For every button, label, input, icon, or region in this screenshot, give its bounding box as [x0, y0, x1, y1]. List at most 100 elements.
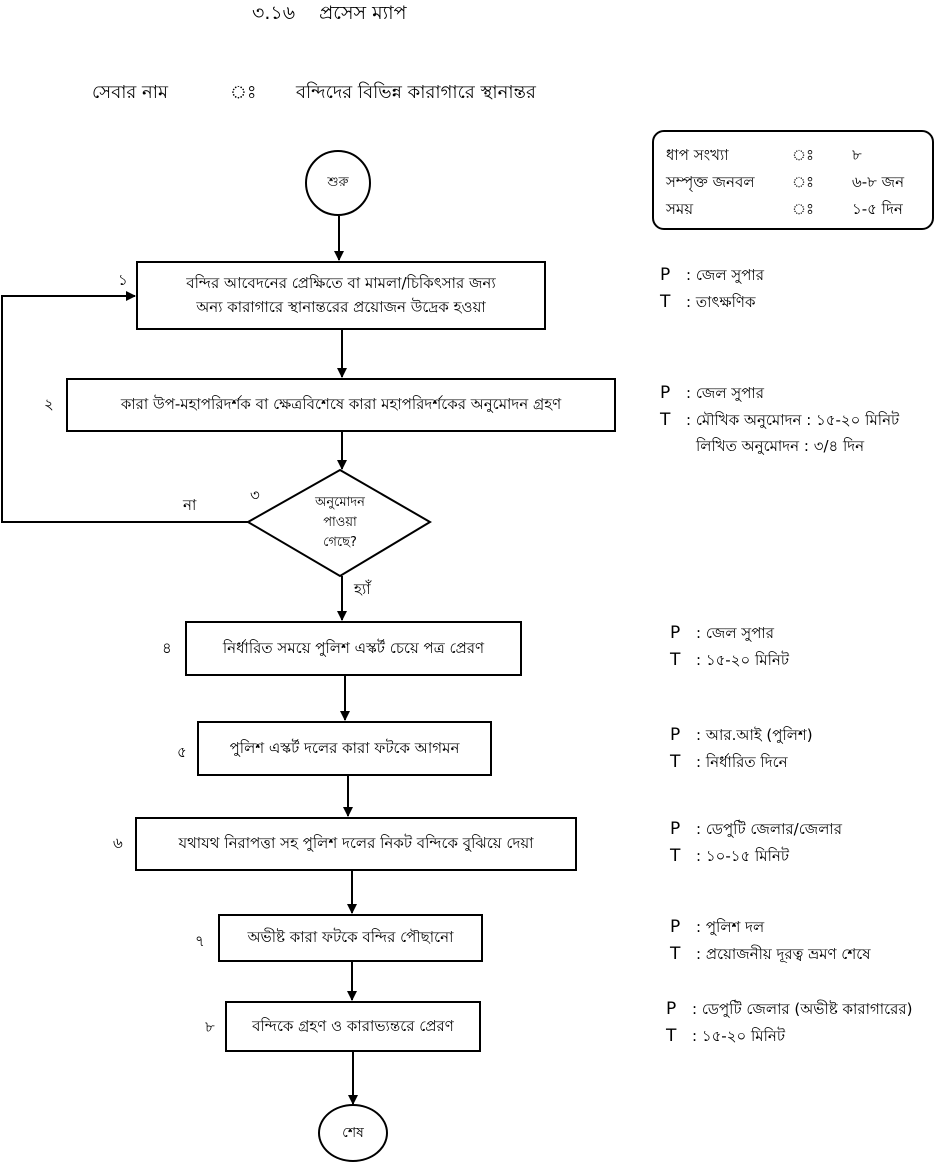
pt-colon: : [696, 651, 702, 670]
pt-note-step-2: P: জেল সুপার T: মৌখিক অনুমোদন : ১৫-২০ মি… [660, 380, 899, 458]
step-number: ২ [44, 395, 54, 413]
service-name-label: সেবার নাম [92, 82, 169, 103]
pt-note-step-6: P: ডেপুটি জেলার/জেলার T: ১০-১৫ মিনিট [670, 816, 842, 870]
pt-key-p: P [670, 623, 681, 643]
decision-number: ৩ [250, 486, 260, 504]
pt-colon: : [696, 726, 702, 744]
pt-colon: : [686, 411, 692, 430]
step-5-line-1: পুলিশ এস্কর্ট দলের কারা ফটকে আগমন [229, 738, 460, 757]
step-8-box: বন্দিকে গ্রহণ ও কারাভ্যন্তরে প্রেরণ [225, 1001, 481, 1052]
summary-box: ধাপ সংখ্যা ঃ ৮ সম্পৃক্ত জনবল ঃ ৬-৮ জন সম… [652, 130, 934, 230]
summary-label: সময় [666, 200, 694, 218]
service-name-sep: ঃ [230, 82, 257, 103]
pt-person: জেল সুপার [695, 266, 764, 284]
pt-person: ডেপুটি জেলার/জেলার [705, 820, 843, 838]
pt-time: নির্ধারিত দিনে [705, 753, 788, 772]
pt-time: মৌখিক অনুমোদন : ১৫-২০ মিনিট [695, 411, 900, 430]
pt-key-t: T [670, 846, 681, 867]
step-number: ১ [118, 271, 128, 289]
pt-person: পুলিশ দল [705, 918, 765, 936]
summary-sep: ঃ [792, 146, 815, 164]
decision-diamond [245, 468, 432, 578]
summary-value: ৬-৮ জন [852, 173, 905, 191]
pt-time: লিখিত অনুমোদন : ৩/৪ দিন [696, 437, 865, 456]
pt-key-t: T [660, 410, 671, 431]
loop-back-no-path [1, 291, 248, 523]
pt-note-step-7: P: পুলিশ দল T: প্রয়োজনীয় দূরত্ব ভ্রমণ … [670, 914, 871, 968]
summary-sep: ঃ [792, 200, 815, 218]
pt-key-p: P [670, 819, 681, 839]
end-node: শেষ [318, 1104, 388, 1162]
pt-colon: : [692, 1000, 698, 1018]
summary-sep: ঃ [792, 173, 815, 191]
step-number: ৬ [113, 834, 123, 852]
pt-note-step-8: P: ডেপুটি জেলার (অভীষ্ট কারাগারের) T: ১৫… [666, 996, 913, 1050]
step-2-line-1: কারা উপ-মহাপরিদর্শক বা ক্ষেত্রবিশেষে কার… [120, 395, 562, 414]
pt-note-step-4: P: জেল সুপার T: ১৫-২০ মিনিট [670, 620, 789, 674]
decision-no-label: না [183, 496, 197, 514]
pt-colon: : [696, 753, 702, 772]
pt-note-step-5: P: আর.আই (পুলিশ) T: নির্ধারিত দিনে [670, 722, 813, 776]
step-6-line-1: যথাযথ নিরাপত্তা সহ পুলিশ দলের নিকট বন্দি… [178, 834, 534, 853]
step-7-line-1: অভীষ্ট কারা ফটকে বন্দির পৌছানো [247, 928, 454, 947]
pt-time: ১৫-২০ মিনিট [701, 1027, 786, 1046]
service-name-value: বন্দিদের বিভিন্ন কারাগারে স্থানান্তর [296, 82, 536, 103]
decision-line-2: পাওয়া [323, 515, 357, 531]
step-6-box: যথাযথ নিরাপত্তা সহ পুলিশ দলের নিকট বন্দি… [135, 817, 577, 871]
step-1-box: বন্দির আবেদনের প্রেক্ষিতে বা মামলা/চিকিৎ… [136, 261, 546, 330]
summary-value: ৮ [852, 146, 862, 164]
pt-key-p: P [670, 917, 681, 937]
pt-key-p: P [666, 999, 677, 1019]
step-1-line-2: অন্য কারাগারে স্থানান্তরের প্রয়োজন উদ্র… [196, 297, 486, 316]
pt-key-p: P [670, 725, 681, 745]
pt-time: তাৎক্ষণিক [695, 293, 756, 312]
step-4-box: নির্ধারিত সময়ে পুলিশ এস্কর্ট চেয়ে পত্র… [185, 621, 522, 676]
step-1-line-1: বন্দির আবেদনের প্রেক্ষিতে বা মামলা/চিকিৎ… [186, 274, 496, 293]
decision-line-1: অনুমোদন [315, 495, 365, 510]
decision-line-3: গেছে? [323, 535, 357, 551]
pt-time: ১০-১৫ মিনিট [705, 847, 790, 866]
step-number: ৪ [162, 639, 172, 657]
step-number: ৫ [177, 743, 187, 761]
summary-value: ১-৫ দিন [852, 200, 903, 218]
step-7-box: অভীষ্ট কারা ফটকে বন্দির পৌছানো [218, 914, 483, 962]
pt-person: আর.আই (পুলিশ) [705, 726, 813, 744]
pt-person: ডেপুটি জেলার (অভীষ্ট কারাগারের) [701, 1000, 913, 1018]
step-2-box: কারা উপ-মহাপরিদর্শক বা ক্ষেত্রবিশেষে কার… [66, 378, 616, 432]
pt-colon: : [692, 1027, 698, 1046]
pt-key-t: T [660, 292, 671, 313]
pt-time: ১৫-২০ মিনিট [705, 651, 790, 670]
step-8-line-1: বন্দিকে গ্রহণ ও কারাভ্যন্তরে প্রেরণ [252, 1016, 454, 1035]
decision-text: অনুমোদন পাওয়া গেছে? [290, 493, 390, 553]
pt-colon: : [696, 945, 702, 964]
decision-yes-label: হ্যাঁ [354, 580, 371, 598]
pt-key-p: P [660, 265, 671, 285]
pt-note-step-1: P: জেল সুপার T: তাৎক্ষণিক [660, 262, 764, 316]
step-5-box: পুলিশ এস্কর্ট দলের কারা ফটকে আগমন [197, 721, 492, 776]
pt-person: জেল সুপার [705, 624, 774, 642]
pt-colon: : [696, 847, 702, 866]
pt-person: জেল সুপার [695, 384, 764, 402]
page-title: প্রসেস ম্যাপ [319, 2, 407, 24]
pt-colon: : [696, 820, 702, 838]
summary-label: ধাপ সংখ্যা [666, 146, 729, 164]
start-node: শুরু [305, 150, 371, 216]
page-header: ৩.১৬ প্রসেস ম্যাপ [252, 4, 407, 23]
summary-label: সম্পৃক্ত জনবল [666, 173, 755, 191]
pt-key-p: P [660, 383, 671, 403]
pt-colon: : [696, 918, 702, 936]
pt-time: প্রয়োজনীয় দূরত্ব ভ্রমণ শেষে [705, 945, 871, 964]
pt-key-t: T [670, 752, 681, 773]
pt-colon: : [686, 293, 692, 312]
pt-colon: : [696, 624, 702, 642]
pt-colon: : [686, 384, 692, 402]
pt-key-t: T [670, 650, 681, 671]
pt-colon: : [686, 266, 692, 284]
pt-key-t: T [666, 1026, 677, 1047]
pt-key-t: T [670, 944, 681, 965]
step-number: ৭ [195, 932, 205, 950]
step-number: ৮ [205, 1018, 215, 1036]
section-number: ৩.১৬ [252, 2, 296, 24]
